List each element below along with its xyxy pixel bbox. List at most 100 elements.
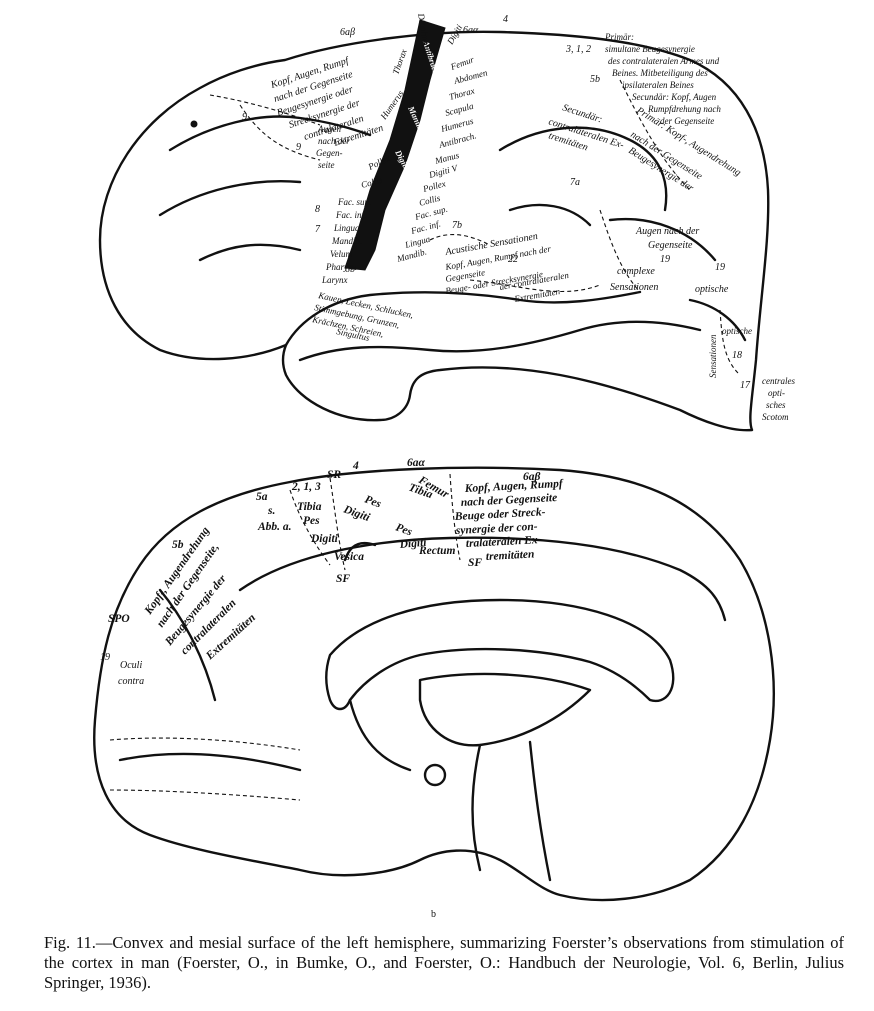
augen-label: seite (318, 160, 335, 170)
area-code: 5a (256, 491, 268, 503)
area-code: 2, 1, 3 (291, 481, 321, 493)
pre-label: Thorax (390, 48, 408, 76)
temporal-sulcus (298, 320, 702, 362)
occ-augen-label: Gegenseite (648, 240, 693, 251)
area-code: 18 (732, 350, 742, 361)
area-code: 4 (503, 14, 508, 25)
area-code: 19 (660, 254, 670, 265)
area-code: 19 (100, 652, 110, 663)
augen-label: Gegen- (316, 148, 343, 158)
area-code: 6aβ (340, 27, 355, 38)
parieto-occipital-sulcus (158, 588, 217, 702)
sekundaer-label: Rumpfdrehung nach (647, 104, 721, 114)
sensationen-label: Sensationen (610, 282, 658, 293)
centrales-label: sches (766, 400, 786, 410)
pre-label: Mandib. (331, 236, 362, 246)
centrales-label: Scotom (762, 412, 789, 422)
area-code: 6b (345, 264, 355, 275)
area-code: 22 (508, 254, 518, 265)
area-code: 7a (570, 177, 580, 188)
mesial-outline (93, 466, 775, 902)
pes-label: Pes (303, 515, 320, 527)
sekundaer-label: Secundär: Kopf, Augen (632, 92, 717, 102)
area-code: 17 (740, 380, 751, 391)
area-code: SF (468, 557, 482, 569)
corpus-callosum (325, 598, 675, 711)
occ-augen-label: Augen nach der (635, 226, 699, 237)
primaer-label: des contralateralen Armes und (608, 56, 720, 66)
area-code: 6aα (463, 25, 479, 36)
area-code: 8 (315, 204, 320, 215)
kopf-mesial-label: Kopf, Augen, Rumpf (464, 478, 565, 495)
parietal-sulcus-2 (508, 203, 592, 227)
pes3-label: Pes (394, 522, 414, 539)
kopf-mesial-label: Beuge oder Streck- (454, 506, 546, 523)
mesial-hemisphere (93, 466, 775, 902)
area-code: SPO (108, 613, 130, 625)
post-label: Abdomen (452, 67, 489, 86)
pre-label: Fac. sup. (337, 197, 371, 207)
mesial-area-codes: SR 4 6aα 6aβ 2, 1, 3 5a 5b SPO 19 SF SF … (100, 457, 541, 663)
fornix (348, 698, 412, 772)
thalamus (418, 672, 592, 747)
primaer-label: Beines. Mitbeteiligung des (612, 68, 708, 78)
optische-label: optische (722, 326, 752, 336)
vesica-label: Vesica (334, 551, 364, 563)
area-code: 19 (715, 262, 725, 273)
post-label: Thorax (448, 86, 476, 102)
rectum-label: Rectum (418, 545, 455, 557)
area-code: 9 (242, 112, 247, 123)
post-label: Fac. sup. (413, 204, 449, 223)
augen-label: nach der (318, 136, 350, 146)
centrales-label: opti- (768, 388, 785, 398)
sylvian-fissure (284, 290, 642, 347)
lateral-outline (98, 30, 770, 432)
intraparietal-sulcus (498, 126, 668, 212)
area-code: SR (327, 469, 341, 481)
area-code: 5b (590, 74, 600, 85)
post-label: Pollex (421, 178, 447, 194)
area-code: Abb. a. (257, 521, 292, 533)
lateral-hemisphere (98, 30, 770, 432)
marker-dot (190, 120, 198, 128)
oculi-label: Oculi (120, 660, 142, 671)
cingulate-sulcus (238, 536, 727, 622)
sekundaer-label: der Gegenseite (660, 116, 714, 126)
kopf-mesial-label: nach der Gegenseite (461, 492, 558, 509)
frontal-sulcus-sup (168, 115, 372, 152)
pineal-marker (423, 763, 447, 787)
tibia-label: Tibia (297, 501, 322, 513)
kopf-mesial-label: tremitäten (486, 548, 535, 563)
pre-label: Pharynx (325, 262, 357, 272)
occipital-sulcus-2 (688, 298, 747, 342)
area-code: 6aα (407, 457, 426, 469)
kopf-mesial-label: tralateralen Ex- (466, 534, 542, 550)
kopf-mesial-label: synergie der con- (455, 521, 538, 537)
primaer-label: Primär: (604, 32, 634, 42)
figure-caption: Fig. 11.—Convex and mesial surface of th… (44, 933, 844, 992)
area-code: 4 (352, 460, 359, 472)
pre-label: Lingua (333, 223, 360, 233)
area-code: 7b (452, 220, 462, 231)
area-code: 6aβ (523, 471, 541, 483)
lateral-area-codes: 6aβ 6aα 4 3, 1, 2 9 9 8 7 5b 7a 7b 6b 22… (190, 14, 751, 391)
pre-label: Fac. inf. (335, 210, 366, 220)
frontal-sulcus-3 (198, 243, 302, 262)
post-label: Manus (433, 150, 461, 166)
augen-label: Augen (317, 124, 341, 134)
pes2-label: Pes (363, 494, 383, 511)
oculi-label: contra (118, 676, 144, 687)
lateral-area-boundaries (209, 79, 741, 376)
post-label: Mandib. (395, 246, 428, 264)
optische-label: optische (695, 284, 729, 295)
area-code: 7 (315, 224, 321, 235)
digiti3-label: Digiti (398, 537, 428, 551)
precentral-strip (344, 19, 446, 271)
calcarine-sulcus (118, 752, 302, 772)
post-label: Femur (448, 54, 475, 72)
paracentral-notch (343, 541, 377, 562)
mesial-area-boundaries (109, 473, 461, 801)
area-code: 9 (296, 142, 301, 153)
pre-label: Velum (330, 249, 352, 259)
